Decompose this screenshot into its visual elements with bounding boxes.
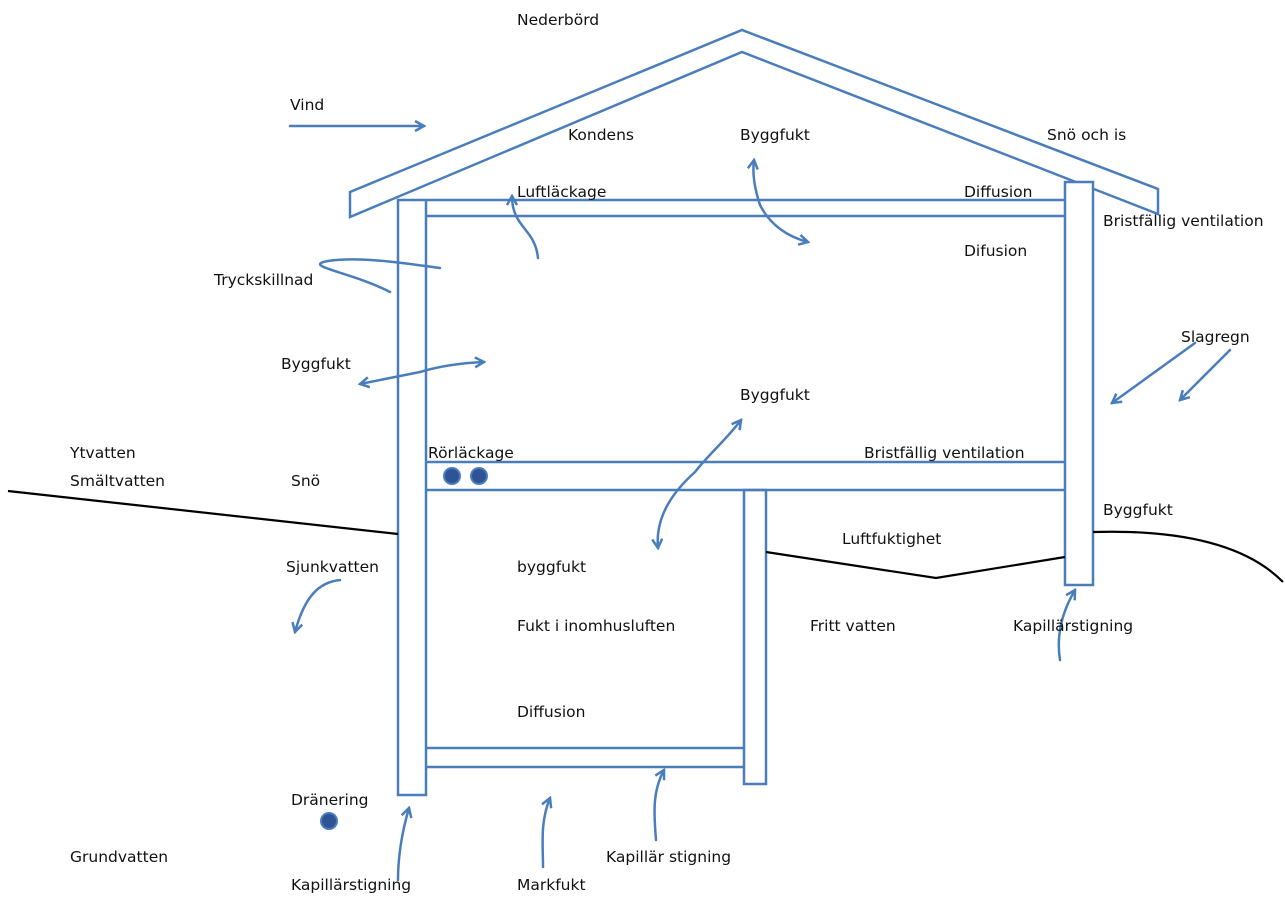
attic-byggfukt-arrow-up [753, 160, 762, 207]
ground-line-left [7, 489, 399, 536]
attic-floor [426, 198, 1065, 218]
attic-byggfukt-arrow-down [758, 203, 808, 242]
roof-outline [348, 28, 1160, 219]
label-sjunkvatten: Sjunkvatten [286, 558, 379, 576]
sinking-water-arrow [295, 578, 342, 632]
label-byggfukt-wall: Byggfukt [281, 355, 351, 373]
label-sno-och-is: Snö och is [1047, 126, 1126, 144]
label-fritt-vatten: Fritt vatten [810, 617, 896, 635]
ground-floor-slab [426, 460, 1065, 492]
label-difusion: Difusion [964, 242, 1027, 260]
pipe-icon [470, 467, 488, 485]
drainage-pipe-icon [320, 812, 338, 830]
label-kapillarstigning-bottom: Kapillärstigning [291, 876, 411, 894]
label-byggfukt-attic: Byggfukt [740, 126, 810, 144]
middle-byggfukt-arrow-up [693, 420, 741, 474]
ground-moisture-arrow [543, 798, 550, 869]
basement-floor-slab [426, 746, 744, 769]
label-grundvatten: Grundvatten [70, 848, 168, 866]
label-byggfukt-lower: byggfukt [517, 558, 586, 576]
label-slagregn: Slagregn [1181, 328, 1250, 346]
label-tryckskillnad: Tryckskillnad [213, 271, 313, 289]
label-bristfallig-ventilation-roof: Bristfällig ventilation [1103, 212, 1264, 230]
label-vind: Vind [290, 96, 324, 114]
capillary-rise-arrow-bottom [653, 770, 664, 842]
label-diffusion-attic: Diffusion [964, 183, 1032, 201]
label-luftlackage: Luftläckage [517, 183, 606, 201]
label-diffusion-basement: Diffusion [517, 703, 585, 721]
label-ytvatten: Ytvatten [69, 444, 136, 462]
pressure-difference-curve [318, 258, 442, 294]
capillary-rise-arrow-left [396, 808, 409, 882]
left-wall [396, 198, 428, 797]
pipe-icon [443, 467, 461, 485]
capillary-rise-arrow-right [1057, 590, 1075, 662]
label-bristfallig-ventilation-floor: Bristfällig ventilation [864, 444, 1025, 462]
label-nederbord: Nederbörd [517, 11, 599, 29]
label-byggfukt-right: Byggfukt [1103, 501, 1173, 519]
wall-byggfukt-arrow-right [418, 362, 484, 374]
ground-line-right [1092, 530, 1284, 583]
driving-rain-arrow-2 [1180, 348, 1232, 400]
wall-byggfukt-arrow-left [360, 370, 422, 384]
label-luftfuktighet: Luftfuktighet [842, 530, 941, 548]
air-leakage-arrow [512, 196, 540, 260]
label-markfukt: Markfukt [517, 876, 586, 894]
label-fukt-i-inomhusluften: Fukt i inomhusluften [517, 617, 675, 635]
basement-right-wall [742, 488, 768, 786]
label-byggfukt-middle: Byggfukt [740, 386, 810, 404]
driving-rain-arrow-1 [1112, 341, 1197, 403]
label-smaltvatten: Smältvatten [70, 472, 165, 490]
ground-line-middle [765, 550, 1066, 580]
label-kapillarstigning-right: Kapillärstigning [1013, 617, 1133, 635]
middle-byggfukt-arrow-down [658, 470, 697, 548]
label-sno: Snö [291, 472, 320, 490]
label-rorlackage: Rörläckage [428, 444, 514, 462]
label-dranering: Dränering [291, 791, 369, 809]
right-wall [1063, 180, 1095, 587]
label-kondens: Kondens [568, 126, 634, 144]
label-kapillar-stigning-bottom: Kapillär stigning [606, 848, 731, 866]
